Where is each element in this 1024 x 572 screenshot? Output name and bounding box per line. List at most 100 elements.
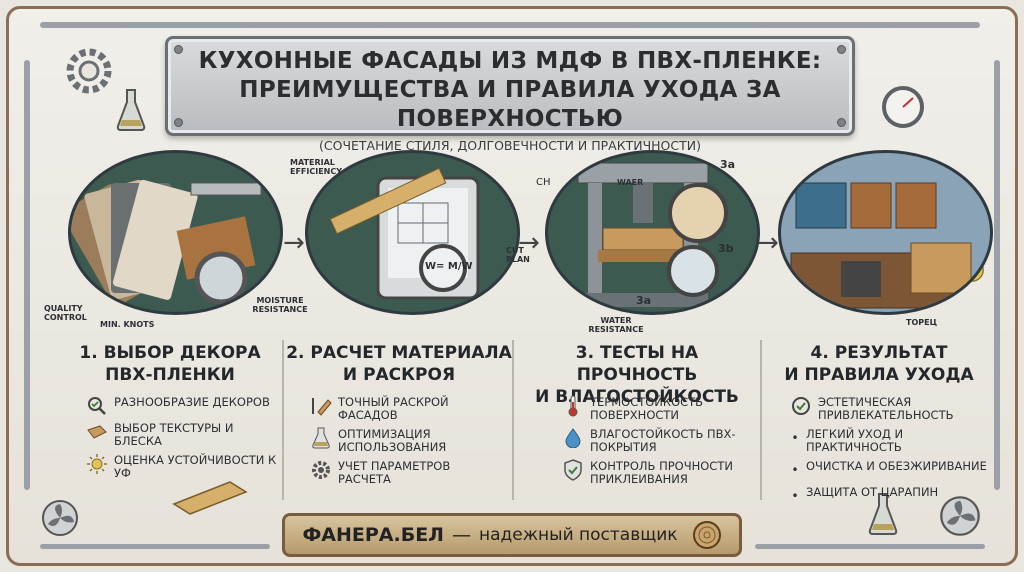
quality-control-label: QUALITY CONTROL [44, 304, 87, 322]
ch-label: CH [536, 177, 551, 188]
sun-icon [86, 454, 108, 474]
rivet [837, 118, 846, 127]
wood-sample-icon [86, 422, 108, 442]
list-item: Точный раскрой фасадов [310, 396, 506, 422]
step-2-title-line2: И РАСКРОЯ [342, 365, 456, 385]
divider [512, 340, 514, 500]
label-3b: 3b [718, 242, 734, 255]
flask-icon [310, 427, 332, 449]
list-item: • Легкий уход и практичность [790, 428, 994, 454]
step-1-title-line2: ПВХ-ПЛЕНКИ [105, 365, 235, 385]
bullet-text: Легкий уход и практичность [806, 427, 904, 454]
water-resistance-label: WATER RESISTANCE [588, 316, 644, 334]
flask-icon [116, 89, 146, 131]
pipe-right [994, 60, 1000, 490]
shield-check-icon [562, 459, 584, 481]
step-3-bullets: Термостойкость поверхности Влагостойкост… [562, 395, 758, 492]
rivet [837, 45, 846, 54]
step-3-title-line2: И ВЛАГОСТОЙКОСТЬ [535, 387, 739, 407]
step-1-bullets: Разнообразие декоров Выбор текстуры и бл… [86, 396, 278, 486]
bullet-text: Очистка и обезжиривание [806, 459, 987, 473]
brand-name: ФАНЕРА.БЕЛ [302, 524, 444, 546]
page-title-line1: КУХОННЫЕ ФАСАДЫ ИЗ МДФ В ПВХ-ПЛЕНКЕ: [198, 48, 822, 74]
pressure-gauge-icon [882, 86, 924, 128]
bullet-text: Оценка устойчивости к УФ [114, 453, 277, 480]
fan-icon [940, 496, 980, 536]
bullet-text: Термостойкость поверхности [590, 395, 704, 422]
pipe-bottom [40, 544, 270, 549]
list-item: • Очистка и обезжиривание [790, 460, 994, 480]
footer-tagline: надежный поставщик [478, 525, 678, 545]
bullet-text: Выбор текстуры и блеска [114, 421, 234, 448]
step-1-title: 1. ВЫБОР ДЕКОРА ПВХ-ПЛЕНКИ [64, 342, 276, 386]
label-3a-top: 3a [720, 158, 736, 171]
step-4-title-line1: 4. РЕЗУЛЬТАТ [810, 343, 948, 363]
step-2-bullets: Точный раскрой фасадов Оптимизация испол… [310, 396, 506, 492]
divider [282, 340, 284, 500]
page-subtitle: (СОЧЕТАНИЕ СТИЛЯ, ДОЛГОВЕЧНОСТИ И ПРАКТИ… [319, 138, 701, 153]
arrow-right-icon: → [518, 228, 540, 258]
torets-label: ТОРЕЦ [906, 318, 938, 327]
list-item: Выбор текстуры и блеска [86, 422, 278, 448]
gear-icon [310, 460, 332, 480]
gear-icon [66, 48, 112, 94]
pipe-left [24, 60, 30, 490]
list-item: Оценка устойчивости к УФ [86, 454, 278, 480]
page-title-line2: ПРЕИМУЩЕСТВА И ПРАВИЛА УХОДА ЗА ПОВЕРХНО… [239, 77, 781, 132]
list-item: Влагостойкость ПВХ-покрытия [562, 428, 758, 454]
moisture-resistance-label: MOISTURE RESISTANCE [252, 296, 308, 314]
bullet-text: Контроль прочности приклеивания [590, 459, 733, 486]
bullet-text: Влагостойкость ПВХ-покрытия [590, 427, 736, 454]
bullet-text: Точный раскрой фасадов [338, 395, 449, 422]
step-2-title: 2. РАСЧЕТ МАТЕРИАЛА И РАСКРОЯ [286, 342, 512, 386]
step-2-title-line1: 2. РАСЧЕТ МАТЕРИАЛА [286, 343, 512, 363]
cut-plan-label: CUT PLAN [506, 246, 530, 264]
step-4-title-line2: И ПРАВИЛА УХОДА [784, 365, 974, 385]
magnifier-check-icon [86, 396, 108, 416]
list-item: Контроль прочности приклеивания [562, 459, 758, 486]
arrow-right-icon: → [283, 228, 305, 258]
title-plate: КУХОННЫЕ ФАСАДЫ ИЗ МДФ В ПВХ-ПЛЕНКЕ: ПРЕ… [165, 36, 855, 153]
flask-icon [868, 493, 898, 535]
bullet-text: Оптимизация использования [338, 427, 447, 454]
divider [760, 340, 762, 500]
rivet [174, 118, 183, 127]
kitchen-illustration [790, 182, 972, 309]
rivet [174, 45, 183, 54]
footer-separator: — [451, 524, 471, 546]
check-circle-icon [790, 396, 812, 416]
decor-swatches-illustration [71, 179, 262, 307]
dot-icon: • [791, 489, 799, 503]
scene-kitchen-result [778, 150, 993, 315]
label-3a-bottom: 3a [636, 294, 652, 307]
pipe-top [40, 22, 980, 28]
step-4-bullets: Эстетическая привлекательность • Легкий … [790, 396, 994, 512]
press-illustration [577, 162, 728, 307]
scene-material-calculation [305, 150, 520, 315]
bullet-text: Учет параметров расчета [338, 459, 451, 486]
list-item: • Защита от царапин [790, 486, 994, 506]
list-item: Разнообразие декоров [86, 396, 278, 416]
ruler-saw-icon [310, 396, 332, 416]
thermometer-icon [562, 395, 584, 417]
wood-log-icon [692, 521, 721, 549]
footer-plate: ФАНЕРА.БЕЛ — надежный поставщик [282, 513, 742, 557]
pipe-bottom-right [755, 544, 985, 549]
dot-icon: • [791, 463, 799, 477]
arrow-right-icon: → [757, 228, 779, 258]
step-1-title-line1: 1. ВЫБОР ДЕКОРА [79, 343, 261, 363]
step-3-title-line1: 3. ТЕСТЫ НА ПРОЧНОСТЬ [575, 343, 699, 385]
min-knots-label: MIN. KNOTS [100, 320, 155, 329]
bullet-text: Разнообразие декоров [114, 395, 270, 409]
list-item: Учет параметров расчета [310, 460, 506, 486]
bullet-text: Эстетическая привлекательность [818, 395, 954, 422]
step-3-title: 3. ТЕСТЫ НА ПРОЧНОСТЬ И ВЛАГОСТОЙКОСТЬ [514, 342, 760, 408]
bullet-text: Защита от царапин [806, 485, 939, 499]
wood-plank-illustration [172, 481, 248, 515]
dot-icon: • [791, 431, 799, 445]
water-drop-icon [562, 428, 584, 448]
list-item: Термостойкость поверхности [562, 395, 758, 422]
step-4-title: 4. РЕЗУЛЬТАТ И ПРАВИЛА УХОДА [766, 342, 992, 386]
list-item: Эстетическая привлекательность [790, 396, 994, 422]
formula-label: W= M/W [425, 261, 473, 272]
